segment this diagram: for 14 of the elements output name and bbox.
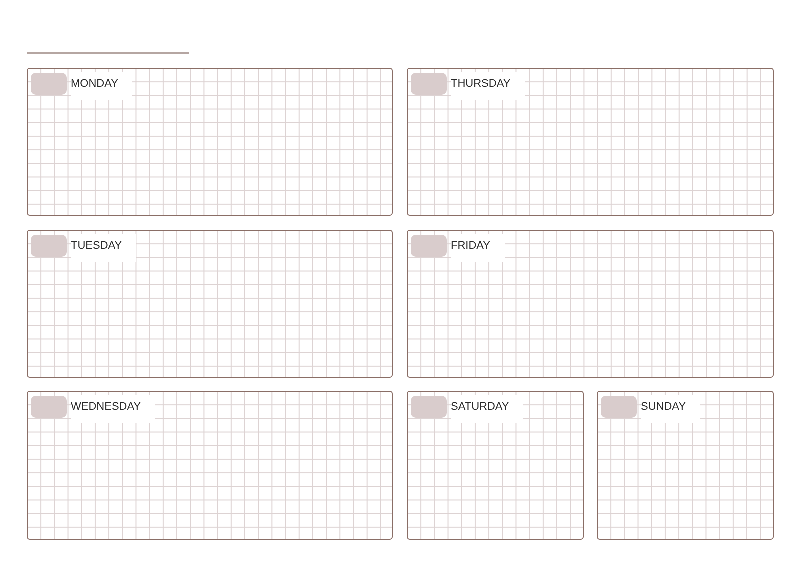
day-label: MONDAY — [71, 72, 132, 100]
day-grid-panel — [597, 391, 774, 540]
day-label: FRIDAY — [451, 234, 505, 262]
day-grid-panel — [27, 391, 393, 540]
day-grid-panel — [407, 230, 774, 378]
day-label: SATURDAY — [451, 395, 524, 423]
day-grid-panel — [27, 68, 393, 216]
day-grid-panel — [407, 391, 584, 540]
day-grid-panel — [27, 230, 393, 378]
day-label: SUNDAY — [641, 395, 700, 423]
day-label: THURSDAY — [451, 72, 525, 100]
day-grid-panel — [407, 68, 774, 216]
day-label: WEDNESDAY — [71, 395, 156, 423]
day-label: TUESDAY — [71, 234, 136, 262]
